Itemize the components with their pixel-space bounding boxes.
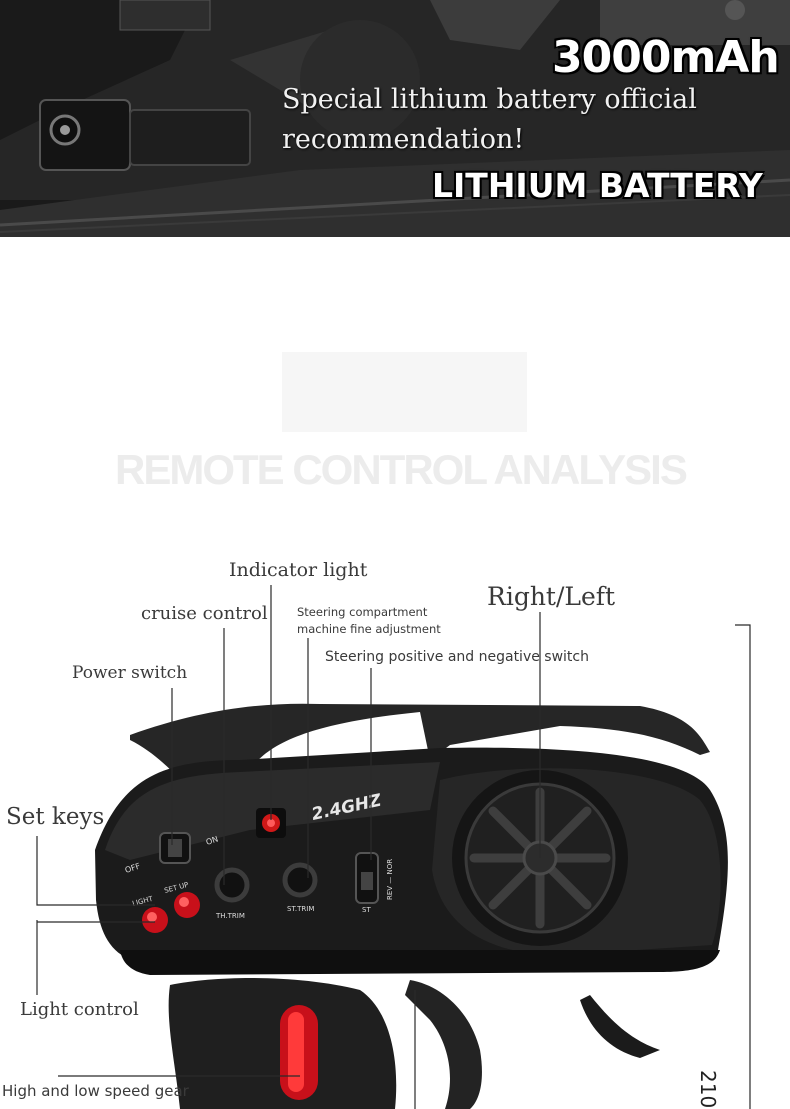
battery-capacity: 3000mAh — [552, 32, 780, 83]
speed-gear-label: High and low speed gear — [2, 1082, 189, 1100]
callout-leader-lines — [36, 585, 751, 1109]
lithium-battery-label: LITHIUM BATTERY — [432, 166, 763, 205]
set-keys-label: Set keys — [6, 804, 105, 830]
battery-photo-background — [0, 0, 790, 237]
light-control-label: Light control — [20, 999, 139, 1020]
rev-nor-marking: REV — NOR — [386, 859, 394, 900]
remote-control-image: 2.4GHZ OFF ON LIGHT SET UP TH.TRIM ST.TR… — [36, 585, 751, 1109]
battery-banner: 3000mAh Special lithium battery official… — [0, 0, 790, 237]
st-marking: ST — [362, 906, 371, 914]
faint-watermark-box — [282, 352, 527, 432]
steering-fine-adjust-label-line2: machine fine adjustment — [297, 622, 441, 636]
banner-subtitle-line1: Special lithium battery official — [282, 84, 697, 115]
power-switch-label: Power switch — [72, 663, 188, 683]
banner-subtitle-line2: recommendation! — [282, 124, 525, 155]
steering-fine-adjust-label-line1: Steering compartment — [297, 605, 428, 619]
on-marking: ON — [205, 835, 219, 847]
th-trim-marking: TH.TRIM — [215, 912, 245, 920]
indicator-light-label: Indicator light — [229, 559, 368, 581]
right-left-label: Right/Left — [487, 582, 616, 611]
st-trim-marking: ST.TRIM — [287, 905, 314, 913]
cruise-control-label: cruise control — [141, 603, 268, 624]
section-title: REMOTE CONTROL ANALYSIS — [115, 446, 688, 493]
steering-switch-label: Steering positive and negative switch — [325, 649, 589, 665]
page-number: 210 — [696, 1070, 720, 1109]
